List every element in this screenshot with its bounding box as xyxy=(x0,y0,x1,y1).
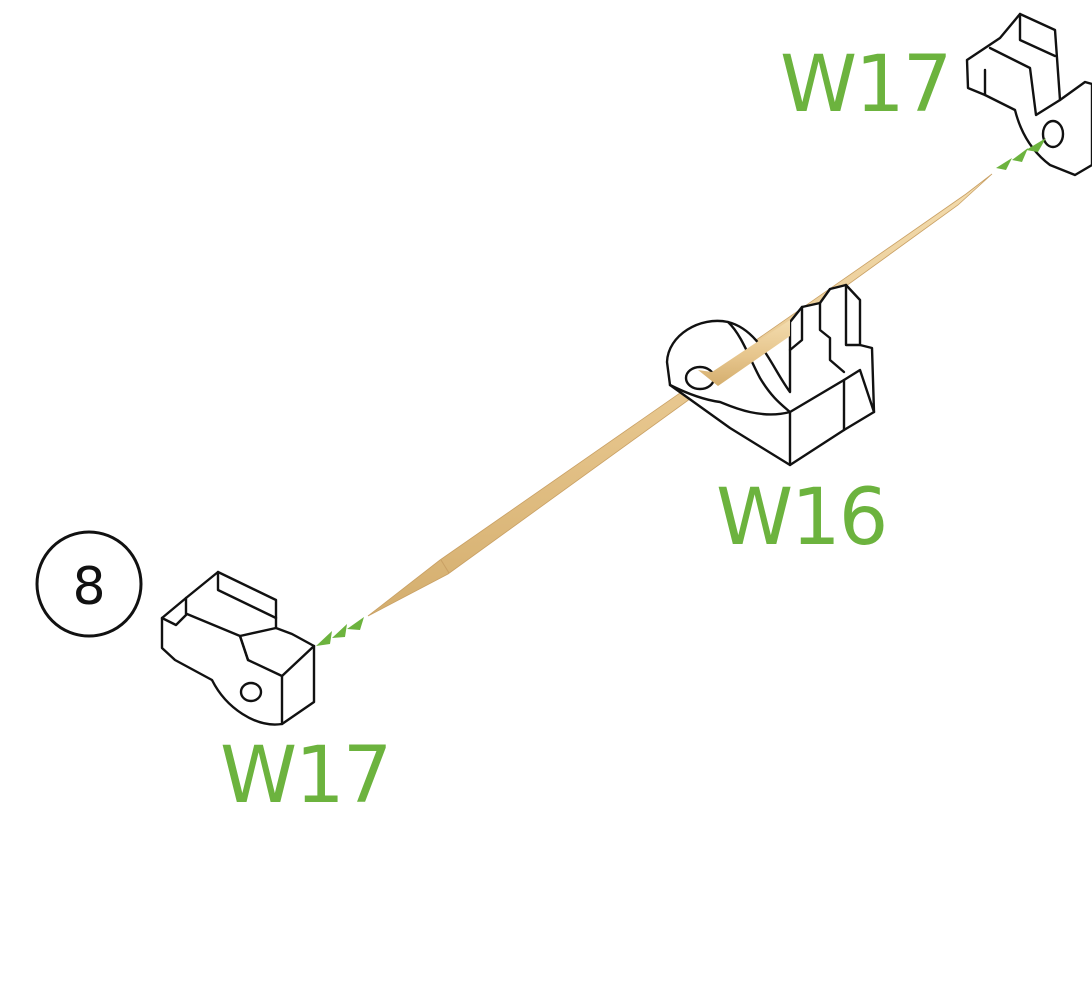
arrows-bottom xyxy=(316,617,364,646)
chevron-right-icon xyxy=(347,617,364,630)
w16-label: W16 xyxy=(716,473,886,563)
w17-bottom-body xyxy=(160,570,316,726)
toothpick-tip-line xyxy=(440,559,450,574)
chevron-right-icon xyxy=(316,631,332,646)
w16-edge-2 xyxy=(726,320,792,414)
toothpick-body xyxy=(367,173,993,617)
w16-part xyxy=(665,283,876,467)
w17-top-hole xyxy=(1041,119,1065,149)
w16-edge-4 xyxy=(842,368,876,414)
step-marker: 8 xyxy=(35,530,143,638)
chevron-right-icon xyxy=(1026,138,1046,152)
w17-top-edge-1 xyxy=(988,46,1062,117)
w17-top-edge-2 xyxy=(1018,12,1057,58)
w16-edge-5 xyxy=(818,301,846,374)
w16-edge-7 xyxy=(788,305,804,352)
w17-top-label: W17 xyxy=(780,40,950,130)
w17-top-part xyxy=(965,12,1092,177)
w16-edge-6 xyxy=(844,283,862,347)
w17-bottom-edge-3 xyxy=(216,570,278,620)
w17-bottom-label: W17 xyxy=(220,731,390,821)
w16-edge-1 xyxy=(668,383,792,467)
chevron-right-icon xyxy=(1012,148,1028,162)
w16-toothpick-through xyxy=(698,320,790,386)
w17-bottom-part xyxy=(160,570,316,726)
chevron-right-icon xyxy=(332,624,347,638)
chevron-right-icon xyxy=(996,158,1012,170)
step-circle xyxy=(35,530,143,638)
w17-bottom-hole xyxy=(239,681,263,703)
arrows-top xyxy=(996,138,1046,170)
w16-body xyxy=(665,283,876,467)
toothpick xyxy=(367,173,993,617)
w17-bottom-edge-5 xyxy=(238,626,278,662)
step-number: 8 xyxy=(72,557,105,617)
